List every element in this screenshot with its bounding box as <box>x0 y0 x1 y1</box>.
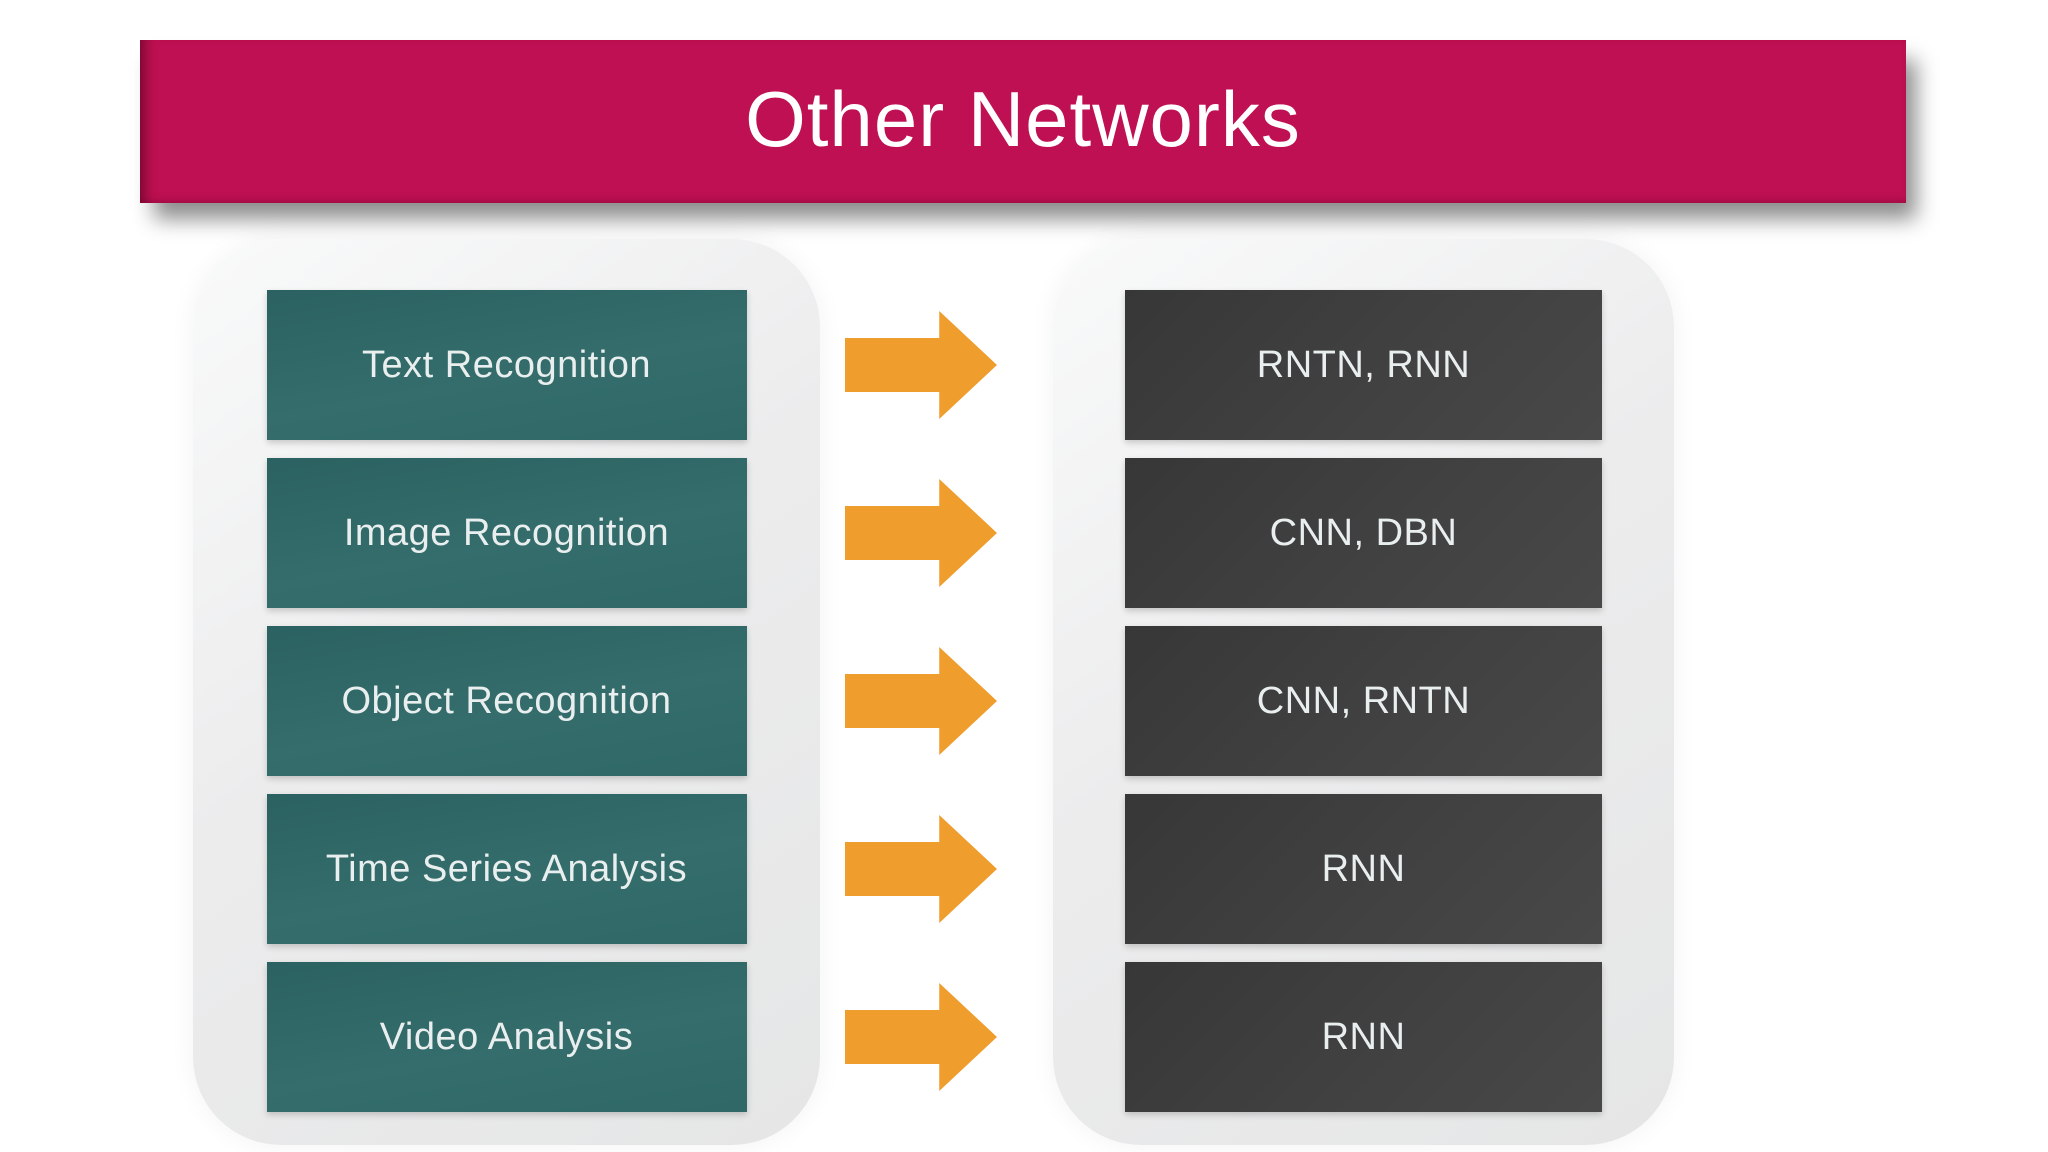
networks-panel: RNTN, RNN CNN, DBN CNN, RNTN RNN RNN <box>1053 239 1674 1145</box>
task-box: Time Series Analysis <box>266 794 747 944</box>
task-label: Text Recognition <box>362 343 651 386</box>
network-box: RNN <box>1125 794 1602 944</box>
task-box: Image Recognition <box>266 458 747 608</box>
task-box: Text Recognition <box>266 290 747 440</box>
right-arrow-icon <box>845 311 997 419</box>
network-box: CNN, DBN <box>1125 458 1602 608</box>
right-arrow-icon <box>845 647 997 755</box>
task-label: Time Series Analysis <box>325 847 688 890</box>
task-box: Video Analysis <box>266 962 747 1112</box>
task-label: Video Analysis <box>379 1015 634 1058</box>
network-box: CNN, RNTN <box>1125 626 1602 776</box>
task-box: Object Recognition <box>266 626 747 776</box>
tasks-panel: Text Recognition Image Recognition Objec… <box>193 239 820 1145</box>
network-box: RNN <box>1125 962 1602 1112</box>
network-label: RNN <box>1321 1015 1406 1058</box>
network-label: RNN <box>1321 847 1406 890</box>
network-label: RNTN, RNN <box>1256 343 1471 386</box>
right-arrow-icon <box>845 479 997 587</box>
task-label: Object Recognition <box>341 679 672 722</box>
page-title: Other Networks <box>745 74 1301 163</box>
network-box: RNTN, RNN <box>1125 290 1602 440</box>
title-banner: Other Networks <box>140 40 1906 203</box>
task-label: Image Recognition <box>343 511 670 554</box>
right-arrow-icon <box>845 815 997 923</box>
network-label: CNN, DBN <box>1269 511 1458 554</box>
right-arrow-icon <box>845 983 997 1091</box>
network-label: CNN, RNTN <box>1256 679 1471 722</box>
